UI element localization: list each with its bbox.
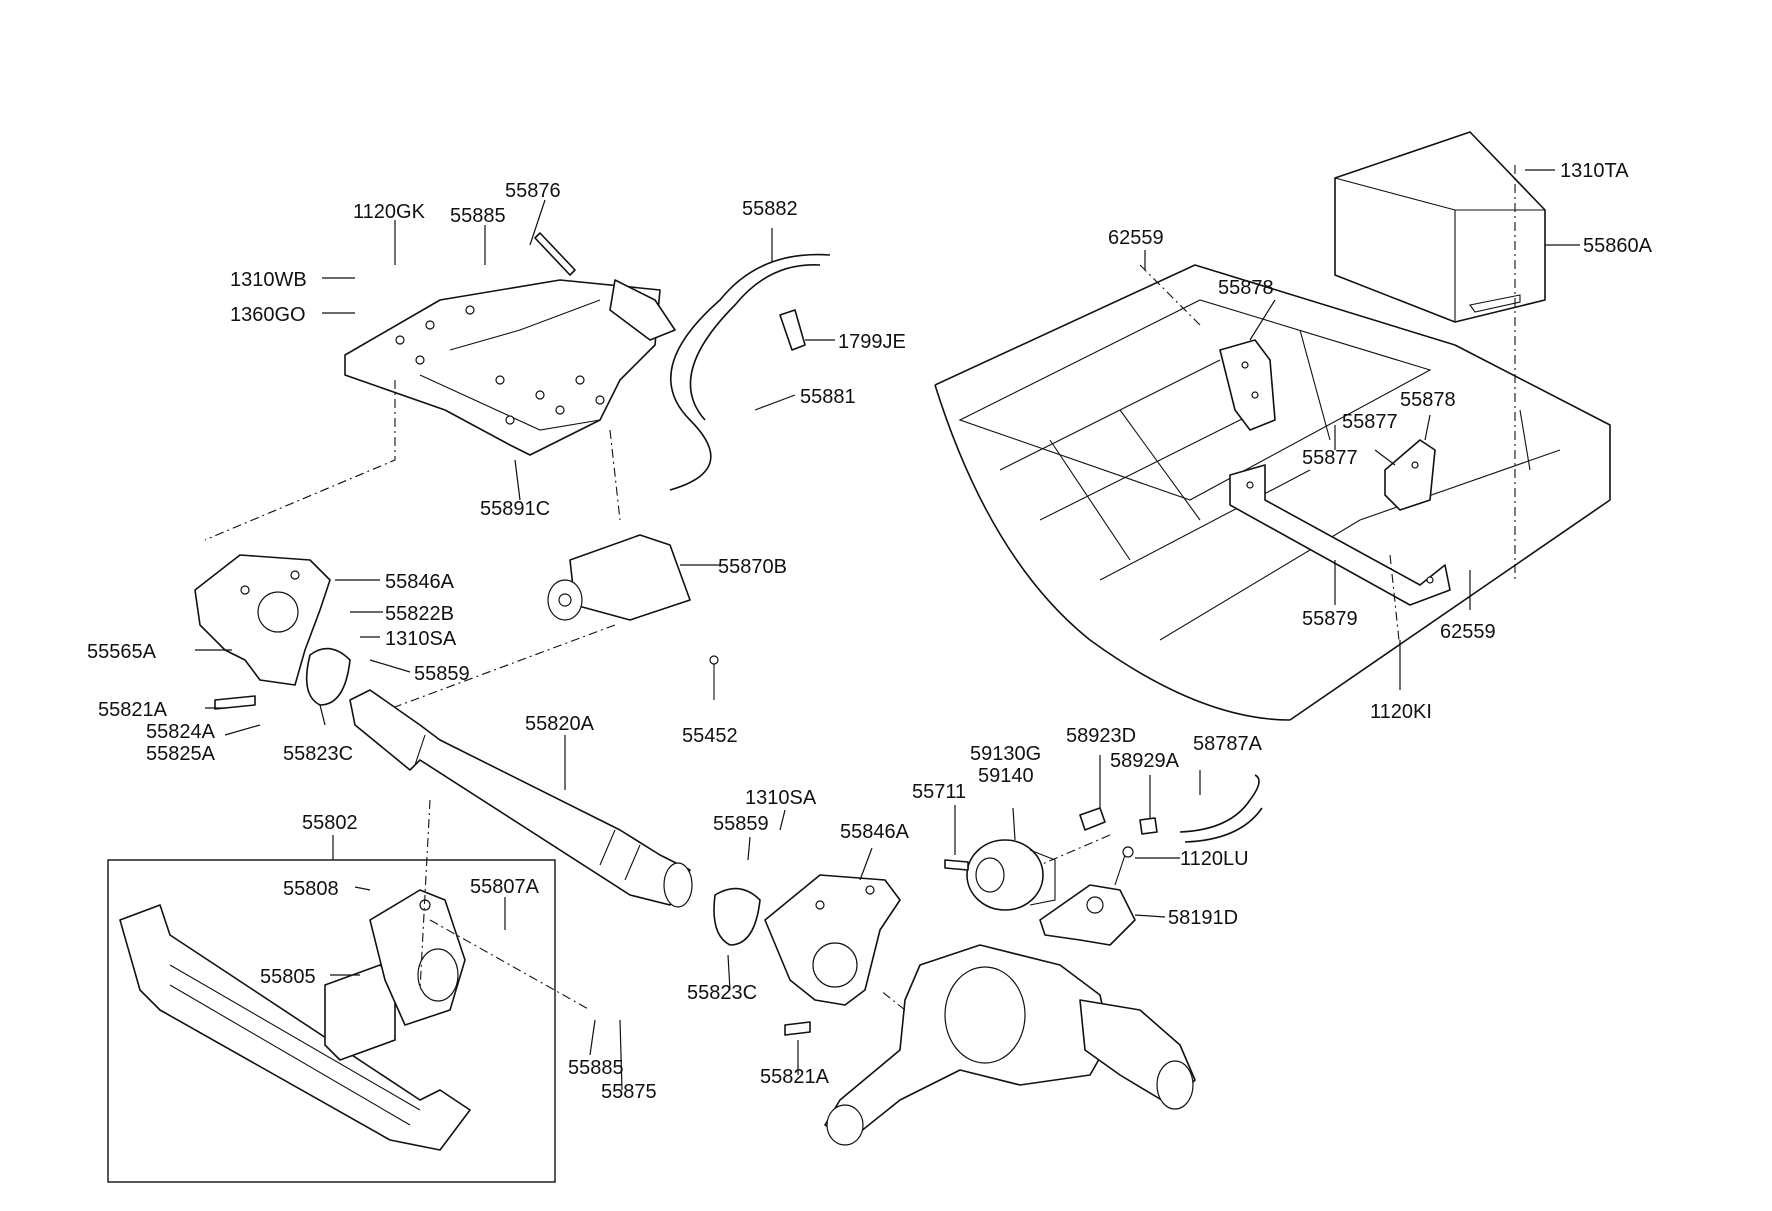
label-55824A: 55824A <box>146 721 216 743</box>
label-55846A-mid: 55846A <box>840 821 910 843</box>
label-55885-top: 55885 <box>450 205 506 227</box>
label-55452: 55452 <box>682 725 738 747</box>
label-55846A-left: 55846A <box>385 571 455 593</box>
label-55822B: 55822B <box>385 603 454 625</box>
axle-shaft-55820A <box>349 689 693 908</box>
label-62559-top: 62559 <box>1108 227 1164 249</box>
label-55859-mid: 55859 <box>713 813 769 835</box>
bracket-55846A-mid <box>764 874 901 1006</box>
bolt-55452 <box>709 655 719 700</box>
label-55821A-left: 55821A <box>98 699 168 721</box>
mounting-plate-55891C <box>344 279 661 456</box>
label-55825A: 55825A <box>146 743 216 765</box>
label-55879: 55879 <box>1302 608 1358 630</box>
bolt-55711 <box>944 859 969 871</box>
part-labels: 55876 1120GK 55885 55882 1310WB 1360GO 1… <box>87 160 1653 1103</box>
label-1310SA-mid: 1310SA <box>745 787 817 809</box>
label-55820A: 55820A <box>525 713 595 735</box>
label-55877-a: 55877 <box>1342 411 1398 433</box>
label-62559-bottom: 62559 <box>1440 621 1496 643</box>
label-55860A: 55860A <box>1583 235 1653 257</box>
label-59130G: 59130G <box>970 743 1041 765</box>
label-55870B: 55870B <box>718 556 787 578</box>
label-58929A: 58929A <box>1110 750 1180 772</box>
label-55877-b: 55877 <box>1302 447 1358 469</box>
label-1799JE: 1799JE <box>838 331 906 353</box>
bolt-55821A-left <box>214 695 256 710</box>
label-55882: 55882 <box>742 198 798 220</box>
clamp-55823C-mid <box>713 887 761 946</box>
bolt-55821A-mid <box>784 1021 811 1036</box>
label-1120LU: 1120LU <box>1180 848 1249 870</box>
label-55802: 55802 <box>302 812 358 834</box>
crossmember-55879 <box>1229 464 1451 606</box>
chassis-frame <box>934 264 1611 721</box>
bracket-55878-top <box>1219 339 1276 431</box>
bolt-1120LU <box>1114 846 1134 886</box>
hinge-pin-55876 <box>534 232 676 341</box>
label-59140: 59140 <box>978 765 1034 787</box>
beam-55802 <box>119 904 471 1151</box>
label-1310TA: 1310TA <box>1560 160 1629 182</box>
steering-knuckle <box>824 944 1196 1146</box>
label-55881: 55881 <box>800 386 856 408</box>
battery-box-55860A <box>1334 131 1546 323</box>
label-55878-right: 55878 <box>1400 389 1456 411</box>
label-58923D: 58923D <box>1066 725 1136 747</box>
label-1310WB: 1310WB <box>230 269 307 291</box>
label-1120KI: 1120KI <box>1370 701 1432 723</box>
label-55891C: 55891C <box>480 498 550 520</box>
fitting-58929A <box>1139 817 1158 835</box>
fitting-58923D <box>1079 807 1106 831</box>
label-1360GO: 1360GO <box>230 304 306 326</box>
label-55823C-left: 55823C <box>283 743 353 765</box>
label-1310SA-left: 1310SA <box>385 628 457 650</box>
label-55876: 55876 <box>505 180 561 202</box>
label-55807A: 55807A <box>470 876 540 898</box>
label-58787A: 58787A <box>1193 733 1263 755</box>
hose-58787A <box>1179 774 1263 843</box>
label-55875: 55875 <box>601 1081 657 1103</box>
label-55885-bottom: 55885 <box>568 1057 624 1079</box>
label-55808: 55808 <box>283 878 339 900</box>
label-58191D: 58191D <box>1168 907 1238 929</box>
assembly-box-55802 <box>107 859 556 1183</box>
bracket-58191D <box>1039 884 1136 946</box>
label-55565A: 55565A <box>87 641 157 663</box>
air-cylinder-55870B <box>547 534 691 621</box>
label-55711: 55711 <box>912 781 966 803</box>
bracket-55846A-left <box>194 554 331 686</box>
hose-55882 <box>669 253 831 491</box>
clip-1799JE <box>779 309 806 351</box>
label-55878-top: 55878 <box>1218 277 1274 299</box>
brake-chamber-59130G <box>966 839 1056 911</box>
bracket-55878-right <box>1384 439 1436 511</box>
label-55859-left: 55859 <box>414 663 470 685</box>
leader-lines <box>195 169 1580 1091</box>
clamp-55823C-left <box>305 647 351 706</box>
label-1120GK: 1120GK <box>353 201 426 223</box>
label-55821A-mid: 55821A <box>760 1066 830 1088</box>
label-55805: 55805 <box>260 966 316 988</box>
bracket-55805 <box>324 889 466 1061</box>
label-55823C-mid: 55823C <box>687 982 757 1004</box>
